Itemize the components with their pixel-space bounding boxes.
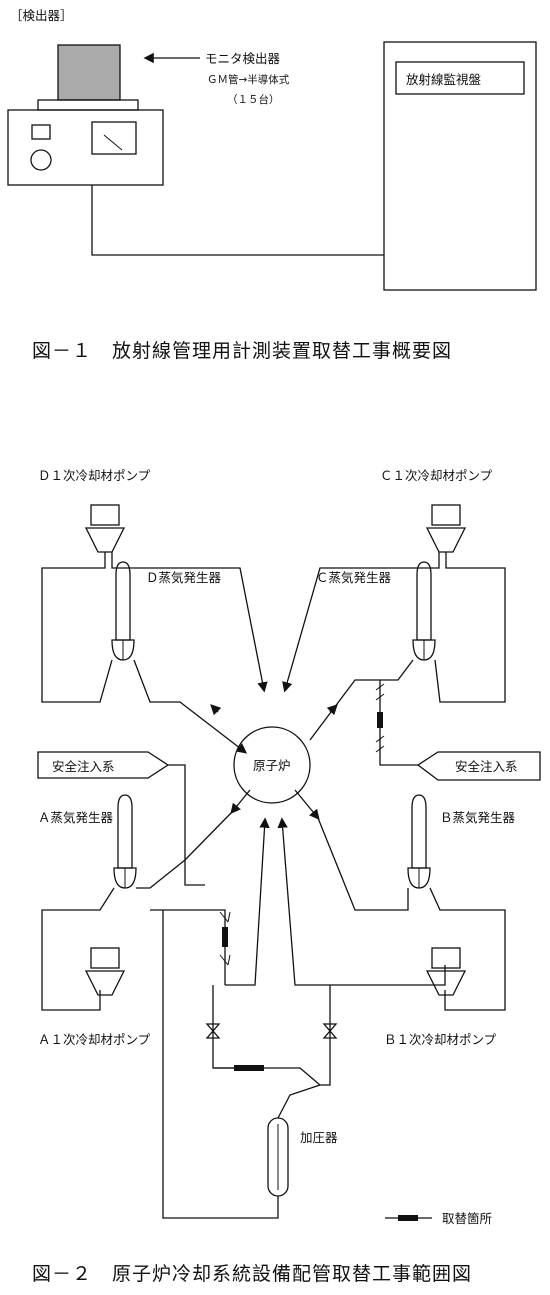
detector-bracket-label: ［検出器］ bbox=[10, 8, 73, 23]
steam-generator-b bbox=[407, 794, 431, 889]
panel-label: 放射線監視盤 bbox=[406, 72, 482, 87]
pressurizer-vessel bbox=[267, 1117, 289, 1197]
count-note: （１５台） bbox=[227, 93, 280, 106]
safety-injection-right-box bbox=[416, 751, 541, 781]
figure-1: ［検出器］ モニタ検出器 ＧＭ管→半導体式 （１５台） 放射線監視盤 図－１ 放… bbox=[7, 8, 537, 362]
detector-base bbox=[37, 99, 139, 111]
meter-needle bbox=[103, 134, 123, 151]
legend-label: 取替箇所 bbox=[442, 1211, 492, 1226]
gm-note: ＧＭ管→半導体式 bbox=[207, 73, 290, 86]
signal-cable bbox=[91, 185, 384, 256]
figure-2: Ｄ１次冷却材ポンプ Ｃ１次冷却材ポンプ Ｄ蒸気発生器 Ｃ蒸気発生器 bbox=[32, 468, 541, 1285]
monitor-detector-unit bbox=[7, 44, 384, 256]
sg-d-label: Ｄ蒸気発生器 bbox=[146, 570, 222, 585]
panel-label-box bbox=[395, 61, 525, 95]
panel-frame bbox=[383, 41, 537, 291]
valve-icon bbox=[205, 1023, 221, 1039]
sg-a-label: Ａ蒸気発生器 bbox=[38, 810, 114, 825]
pump-motor bbox=[431, 504, 461, 526]
steam-generator-d bbox=[111, 561, 135, 661]
monitor-label: モニタ検出器 bbox=[205, 51, 281, 66]
knob-icon bbox=[30, 149, 52, 171]
pump-d bbox=[84, 504, 126, 553]
figure-2-caption: 図－２ 原子炉冷却系統設備配管取替工事範囲図 bbox=[32, 1263, 472, 1285]
replacement-section bbox=[222, 927, 228, 947]
radiation-monitoring-panel: 放射線監視盤 bbox=[383, 41, 537, 291]
legend-replacement-swatch bbox=[398, 1215, 418, 1221]
pump-motor bbox=[431, 947, 461, 969]
sg-c-label: Ｃ蒸気発生器 bbox=[316, 570, 392, 585]
pump-a-label: Ａ１次冷却材ポンプ bbox=[38, 1032, 151, 1047]
detector-body bbox=[7, 109, 164, 186]
reactor-label: 原子炉 bbox=[253, 758, 291, 773]
pressurizer-label: 加圧器 bbox=[300, 1130, 338, 1145]
detector-head bbox=[57, 44, 121, 101]
pump-c bbox=[425, 504, 467, 553]
pump-motor bbox=[90, 504, 120, 526]
steam-generator-a bbox=[113, 794, 137, 889]
safety-injection-left-label: 安全注入系 bbox=[52, 759, 115, 774]
valve-icon bbox=[322, 1023, 338, 1039]
sg-b-label: Ｂ蒸気発生器 bbox=[440, 810, 516, 825]
figure-1-caption: 図－１ 放射線管理用計測装置取替工事概要図 bbox=[32, 340, 452, 362]
replacement-section bbox=[377, 712, 383, 728]
pump-d-label: Ｄ１次冷却材ポンプ bbox=[38, 468, 151, 483]
reactor-vessel bbox=[233, 726, 311, 804]
safety-injection-left-box bbox=[37, 751, 170, 779]
safety-injection-right-label: 安全注入系 bbox=[455, 759, 518, 774]
pump-motor bbox=[90, 947, 120, 969]
pump-b-label: Ｂ１次冷却材ポンプ bbox=[384, 1032, 497, 1047]
pump-b bbox=[425, 947, 467, 996]
steam-generator-c bbox=[412, 561, 436, 661]
legend: 取替箇所 bbox=[385, 1211, 492, 1226]
indicator-lamp bbox=[31, 124, 51, 140]
meter-gauge bbox=[91, 121, 137, 155]
pump-c-label: Ｃ１次冷却材ポンプ bbox=[380, 468, 493, 483]
replacement-section bbox=[234, 1065, 264, 1071]
pump-a bbox=[84, 947, 126, 996]
